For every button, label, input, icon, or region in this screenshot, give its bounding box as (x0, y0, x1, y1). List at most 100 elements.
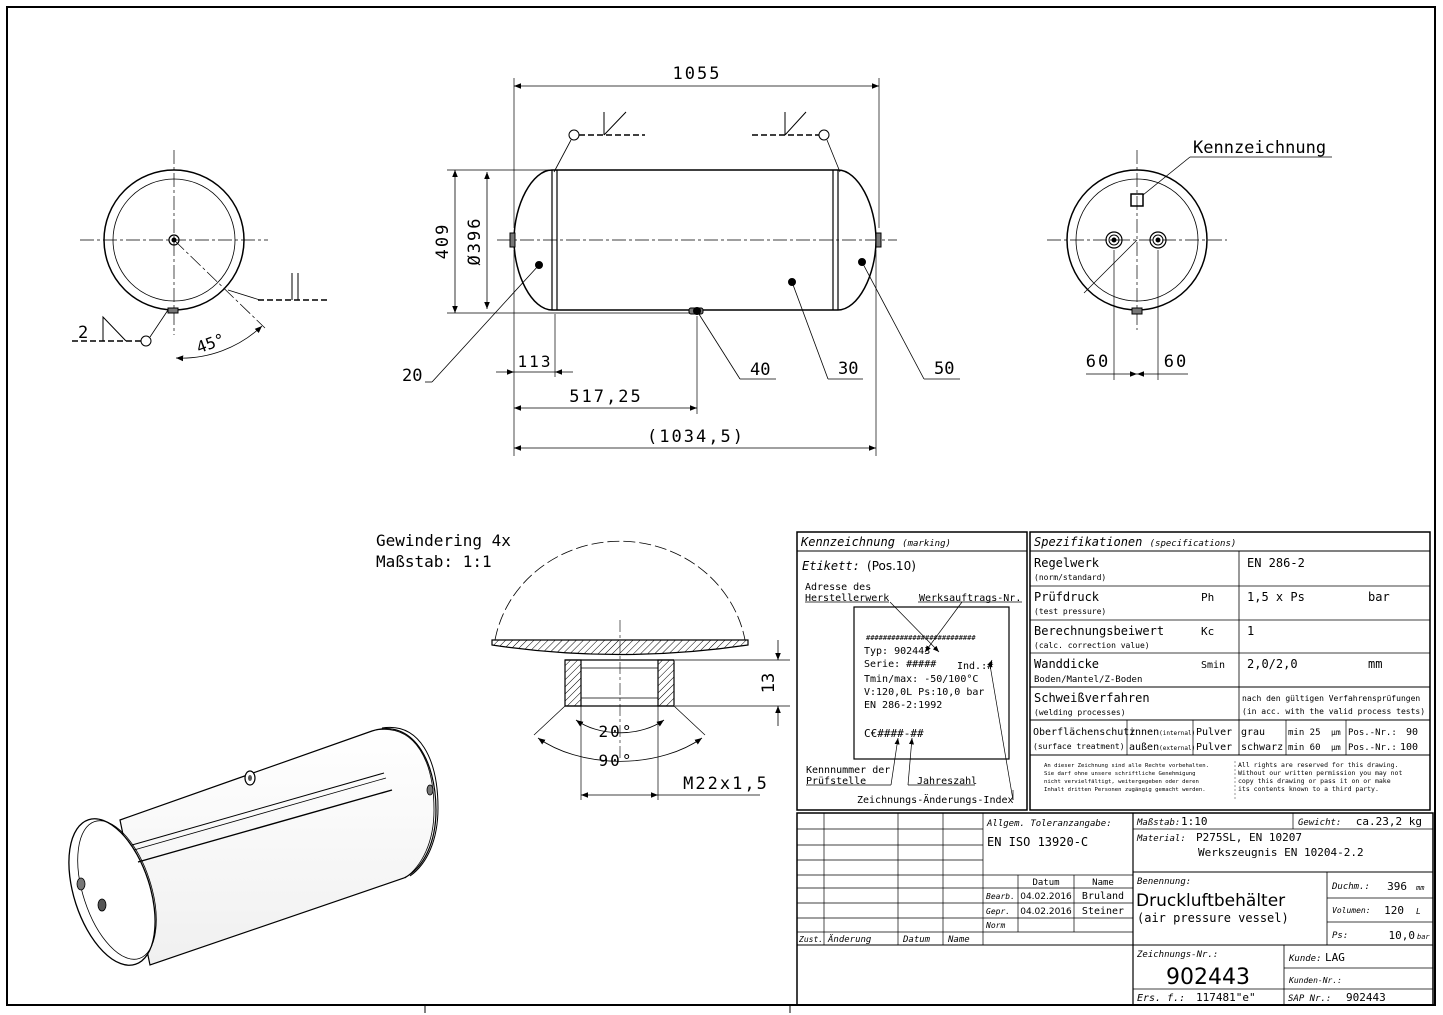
marking-norm: EN 286-2:1992 (864, 700, 942, 711)
rights-en-3: copy this drawing or pass it on or make (1238, 777, 1391, 785)
spec-value-berechnung: 1 (1247, 624, 1254, 638)
dim-offset-left-60: 60 (1086, 352, 1110, 372)
tb-ps-unit: bar (1417, 933, 1430, 941)
spec-value-regelwerk: EN 286-2 (1247, 556, 1305, 570)
dim-length-1055: 1055 (673, 64, 722, 84)
tb-name: Name (947, 935, 970, 945)
pos-label-30: 30 (838, 359, 858, 379)
title-block (796, 812, 1434, 1006)
tb-norm: Norm (985, 921, 1005, 930)
tb-name-header: Name (1092, 878, 1114, 888)
marking-etikett: Etikett: (Pos.10) (802, 559, 916, 573)
tb-datum-header: Datum (1032, 878, 1059, 888)
tb-gepr: Gepr. (986, 907, 1010, 916)
spec-pulver-2: Pulver (1196, 742, 1232, 753)
dim-height-409: 409 (433, 223, 453, 260)
spec-sym-wanddicke: Smin (1201, 660, 1225, 671)
tb-benennung-label: Benennung: (1137, 877, 1191, 887)
tb-zeichnr-label: Zeichnungs-Nr.: (1136, 950, 1218, 960)
tb-bearb-name: Bruland (1082, 891, 1124, 902)
tb-tol-label: Allgem. Toleranzangabe: (986, 819, 1112, 829)
detail-angle-90: 90° (599, 751, 634, 770)
spec-inner: innen(internal) (1129, 727, 1195, 738)
spec-unit-pruefdruck: bar (1368, 590, 1390, 604)
detail-height-13: 13 (759, 673, 779, 693)
thread-ring-detail (491, 540, 790, 800)
dim-113: 113 (518, 352, 553, 371)
dim-517: 517,25 (569, 387, 642, 407)
side-view-vessel (425, 78, 960, 456)
spec-value-wanddicke: 2,0/2,0 (1247, 657, 1298, 671)
rights-de-2: Sie darf ohne unsere schriftliche Genehm… (1044, 771, 1196, 777)
drawing-frame (6, 6, 1436, 1006)
dim-diameter-396: Ø396 (465, 217, 485, 266)
tb-material-label: Material: (1136, 834, 1186, 844)
spec-weld-en: (welding processes) (1034, 708, 1126, 717)
rights-de-1: An dieser Zeichnung sind alle Rechte vor… (1044, 763, 1209, 769)
tb-gepr-date: 04.02.2016 (1020, 907, 1072, 917)
tb-aenderung: Änderung (827, 934, 872, 945)
tb-ps-value: 10,0 (1389, 929, 1416, 942)
spec-outer: außen(external) (1129, 742, 1195, 753)
left-end-view (72, 150, 330, 362)
marking-hash-line: ########################## (866, 634, 976, 642)
spec-surface-en: (surface treatment) (1033, 742, 1125, 751)
spec-weld-value-1: nach den gültigen Verfahrensprüfungen (1242, 694, 1420, 703)
tb-scale-value: 1:10 (1181, 815, 1208, 828)
spec-label-en-wanddicke: Boden/Mantel/Z-Boden (1034, 675, 1142, 685)
tb-weight-label: Gewicht: (1298, 818, 1341, 828)
rights-de-3: nicht vervielfältigt, weitergegeben oder… (1044, 779, 1199, 785)
tb-durchm-unit: mm (1415, 884, 1425, 892)
spec-min60: min 60 (1288, 743, 1321, 753)
pos-label-20: 20 (402, 366, 422, 386)
marking-table (796, 531, 1028, 811)
spec-label-wanddicke: Wanddicke (1034, 657, 1099, 671)
weld-size-2: 2 (78, 323, 88, 343)
spec-min25: min 25 (1288, 728, 1321, 738)
detail-title: Gewindering 4x (376, 531, 511, 550)
spec-um-2: µm (1331, 743, 1341, 752)
tb-vol-value: 120 (1384, 904, 1404, 917)
spec-unit-wanddicke: mm (1368, 657, 1382, 671)
spec-pos-nr-2: Pos.-Nr.: (1348, 743, 1397, 753)
tb-durchm-value: 396 (1387, 880, 1407, 893)
tb-benennung-en: (air pressure vessel) (1137, 911, 1289, 925)
tb-vol-unit: L (1416, 907, 1421, 916)
tb-sap-label: SAP Nr.: (1288, 994, 1331, 1004)
tb-kunde: LAG (1325, 951, 1345, 964)
tb-material-value: P275SL, EN 10207 (1196, 831, 1302, 844)
spec-schwarz: schwarz (1241, 742, 1283, 753)
tb-sap-value: 902443 (1346, 991, 1386, 1004)
detail-scale: Maßstab: 1:1 (376, 552, 492, 571)
marking-tmin: Tmin/max: -50/100°C (864, 674, 978, 685)
tb-durchm-label: Duchm.: (1331, 882, 1370, 892)
tb-bearb-date: 04.02.2016 (1020, 892, 1072, 902)
marking-ind: Ind.:# (957, 661, 993, 672)
tb-gepr-name: Steiner (1082, 906, 1124, 917)
rights-en-2: Without our written permission you may n… (1238, 769, 1402, 777)
pos-label-40: 40 (750, 360, 770, 380)
rights-en-1: All rights are reserved for this drawing… (1238, 761, 1398, 769)
spec-pos-nr-1: Pos.-Nr.: (1348, 728, 1397, 738)
spec-label-en-regelwerk: (norm/standard) (1034, 573, 1106, 582)
dim-1034: (1034,5) (647, 427, 745, 447)
tb-kundennr-label: Kunden-Nr.: (1288, 976, 1342, 985)
isometric-vessel (68, 726, 439, 966)
marking-serie: Serie: ##### (864, 659, 936, 670)
kennzeichnung-callout: Kennzeichnung (1193, 138, 1326, 158)
tb-material-cert: Werkszeugnis EN 10204-2.2 (1198, 846, 1364, 859)
tb-ers-value: 117481"e" (1196, 991, 1256, 1004)
marking-kenn-1: Kennnummer der (806, 765, 890, 776)
dim-offset-right-60: 60 (1164, 352, 1188, 372)
tb-ps-label: Ps: (1332, 931, 1348, 941)
spec-grau: grau (1241, 727, 1265, 738)
detail-thread-m22: M22x1,5 (683, 774, 769, 794)
spec-pos-90: 90 (1406, 727, 1418, 738)
rights-de-4: Inhalt dritten Personen zugängig gemacht… (1044, 787, 1206, 793)
spec-label-en-berechnung: (calc. correction value) (1034, 641, 1150, 650)
marking-volume: V:120,0L Ps:10,0 bar (864, 687, 984, 698)
tb-tol-value: EN ISO 13920-C (987, 835, 1088, 849)
tb-weight-value: ca.23,2 kg (1356, 815, 1422, 828)
tb-datum: Datum (902, 935, 931, 945)
